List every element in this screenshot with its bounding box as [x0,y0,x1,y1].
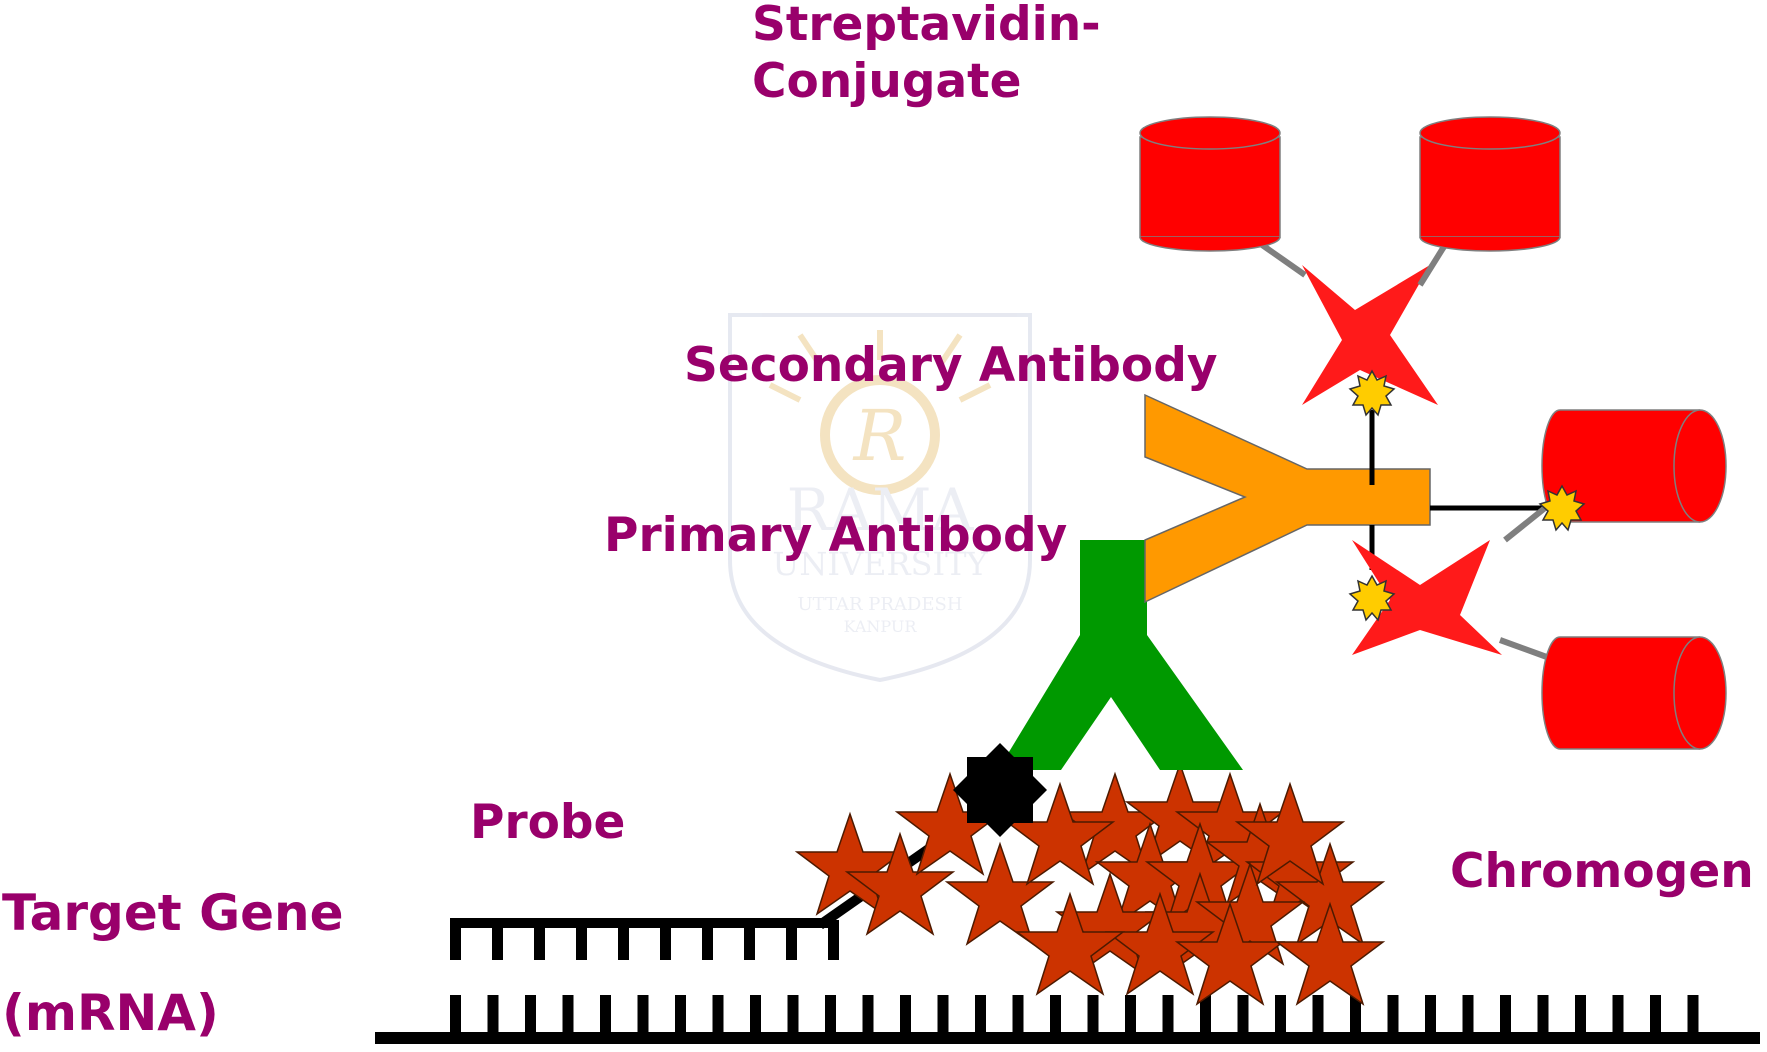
mrna-base [750,995,761,1035]
probe-base [702,920,713,960]
enzyme-cylinder-top-left [1140,117,1280,251]
mrna-base [1013,995,1024,1035]
chromogen-deposit [797,764,1383,1004]
mrna-base [1613,995,1624,1035]
mrna-base [975,995,986,1035]
mrna-base [1538,995,1549,1035]
probe-hapten [953,743,1047,837]
mrna-base [675,995,686,1035]
probe-base [744,920,755,960]
mrna-base [825,995,836,1035]
label-secondary-antibody: Secondary Antibody [684,338,1218,393]
mrna-base [1425,995,1436,1035]
mrna-base [1313,995,1324,1035]
enzyme-cylinder-right-lower [1542,637,1726,749]
probe-base [576,920,587,960]
mrna-base [1650,995,1661,1035]
mrna-base [1388,995,1399,1035]
mrna-base [600,995,611,1035]
mrna-base [1688,995,1699,1035]
label-primary-antibody: Primary Antibody [604,508,1067,563]
mrna-base [488,995,499,1035]
mrna-base [1238,995,1249,1035]
enzyme-cylinder-top-right [1420,117,1560,251]
mrna-base [638,995,649,1035]
mrna-base [900,995,911,1035]
mrna-base [525,995,536,1035]
watermark-city: KANPUR [844,617,918,636]
watermark-letter: R [852,395,907,477]
primary-antibody [998,540,1243,770]
label-target-gene-line2: (mRNA) [2,984,219,1042]
probe-base [660,920,671,960]
chromogen-star [1277,904,1383,1004]
mrna-base [788,995,799,1035]
label-streptavidin-line1: Streptavidin- [752,0,1101,52]
mrna-base [1275,995,1286,1035]
mrna-base [1500,995,1511,1035]
mrna-base [1088,995,1099,1035]
mrna-base [1575,995,1586,1035]
label-target-gene-line1: Target Gene [2,884,344,942]
mrna-base [1463,995,1474,1035]
probe-base [786,920,797,960]
mrna-base [863,995,874,1035]
mrna-base [450,995,461,1035]
target-mrna-strand [375,995,1760,1044]
probe-base [450,920,461,960]
label-chromogen: Chromogen [1450,844,1754,899]
probe-base [492,920,503,960]
watermark-state: UTTAR PRADESH [797,594,962,615]
label-probe: Probe [470,795,625,850]
mrna-base [563,995,574,1035]
mrna-base [1050,995,1061,1035]
probe-base [828,920,839,960]
mrna-base [1125,995,1136,1035]
label-streptavidin-line2: Conjugate [752,54,1022,109]
mrna-base [713,995,724,1035]
mrna-base [1163,995,1174,1035]
probe-base [534,920,545,960]
probe-base [618,920,629,960]
mrna-base [938,995,949,1035]
